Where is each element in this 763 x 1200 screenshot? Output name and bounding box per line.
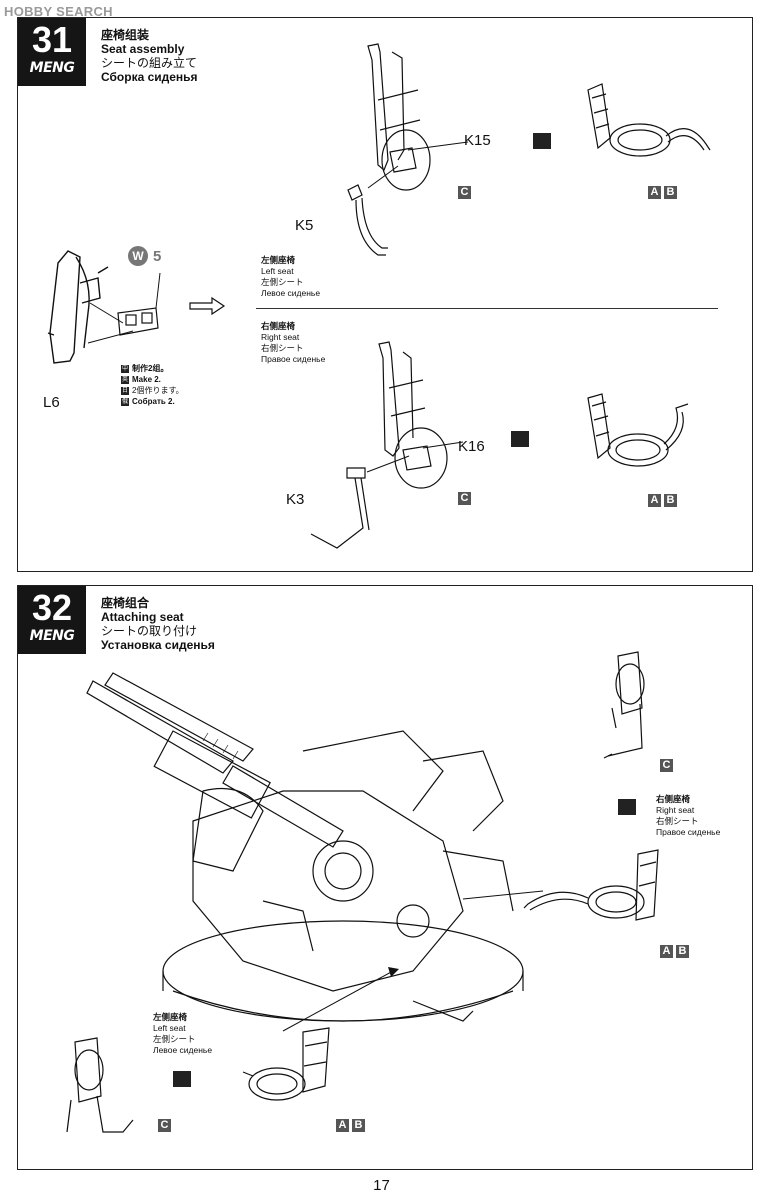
step-number: 32 xyxy=(31,587,73,628)
step-31-panel: 31 MENG 座椅组装 Seat assembly シートの組み立て Сбор… xyxy=(17,17,753,572)
part-label-k15: K15 xyxy=(464,132,491,149)
mirror-icon xyxy=(533,133,551,149)
right-seat-attach-drawing xyxy=(523,849,659,921)
step-32-titles: 座椅组合 Attaching seat シートの取り付け Установка с… xyxy=(101,596,215,652)
part-badge-c-4: C xyxy=(158,1119,171,1132)
left-seat-ru: Левое сиденье xyxy=(261,288,321,298)
right-seat-en: Right seat xyxy=(656,805,695,815)
part-badge-a-4: A xyxy=(336,1119,349,1132)
step-31-titles: 座椅组装 Seat assembly シートの組み立て Сборка сиден… xyxy=(101,28,198,84)
left-seat-attach-drawing xyxy=(242,1027,330,1101)
make-two-zh: 制作2组。 xyxy=(132,364,169,373)
lang-ja-icon: 日 xyxy=(121,386,129,395)
make-two-en: Make 2. xyxy=(132,375,161,384)
seat-frame-drawing xyxy=(47,250,161,364)
right-seat-ja: 右側シート xyxy=(261,343,304,353)
part-label-k3: K3 xyxy=(286,491,305,508)
title-en: Seat assembly xyxy=(101,42,185,56)
right-seat-ru: Правое сиденье xyxy=(656,827,721,837)
step-31-badge: 31 MENG xyxy=(18,18,86,86)
part-badge-c-2: C xyxy=(458,492,471,505)
part-badge-b: B xyxy=(664,186,677,199)
left-seat-caption: 左侧座椅 Left seat 左側シート Левое сиденье xyxy=(261,255,320,299)
right-seat-caption-32: 右侧座椅 Right seat 右側シート Правое сиденье xyxy=(656,794,720,838)
part-label-w5: 5 xyxy=(153,248,162,265)
step-32-panel: 32 MENG 座椅组合 Attaching seat シートの取り付け Уст… xyxy=(17,585,753,1170)
page-number: 17 xyxy=(373,1177,390,1194)
left-seat-ru: Левое сиденье xyxy=(153,1045,213,1055)
watermark: HOBBY SEARCH xyxy=(4,4,113,19)
left-seat-side-drawing xyxy=(66,1037,134,1133)
next-arrow-icon xyxy=(189,296,226,316)
title-ru: Сборка сиденья xyxy=(101,70,198,84)
part-badge-b-3: B xyxy=(676,945,689,958)
right-seat-side-drawing xyxy=(603,651,645,759)
part-badge-c: C xyxy=(458,186,471,199)
part-badge-b-2: B xyxy=(664,494,677,507)
part-label-k16: K16 xyxy=(458,438,485,455)
lang-en-icon: 英 xyxy=(121,375,129,384)
lang-zh-icon: 中 xyxy=(121,364,129,373)
w-letter: W xyxy=(132,249,144,263)
right-seat-ja: 右側シート xyxy=(656,816,699,826)
brand-logo: MENG xyxy=(29,60,75,76)
w-circle-icon: W xyxy=(128,246,148,266)
mirror-icon-3 xyxy=(618,799,636,815)
title-zh: 座椅组合 xyxy=(101,596,150,610)
part-badge-b-4: B xyxy=(352,1119,365,1132)
left-seat-finished-drawing xyxy=(587,83,711,157)
title-ru: Установка сиденья xyxy=(101,638,215,652)
left-seat-ja: 左側シート xyxy=(261,277,304,287)
mirror-icon-2 xyxy=(511,431,529,447)
lang-ru-icon: 俄 xyxy=(121,397,129,406)
divider-line xyxy=(256,308,718,309)
gun-mount-drawing xyxy=(86,672,544,1032)
right-seat-assembly-drawing xyxy=(310,341,464,549)
left-seat-zh: 左侧座椅 xyxy=(153,1012,188,1022)
left-seat-en: Left seat xyxy=(261,266,294,276)
part-badge-a-2: A xyxy=(648,494,661,507)
title-zh: 座椅组装 xyxy=(101,28,150,42)
mirror-icon-4 xyxy=(173,1071,191,1087)
step-32-badge: 32 MENG xyxy=(18,586,86,654)
make-two-ja: 2個作ります。 xyxy=(132,386,184,395)
brand-logo: MENG xyxy=(29,628,75,644)
make-two-ru: Собрать 2. xyxy=(132,397,175,406)
right-seat-zh: 右侧座椅 xyxy=(261,321,296,331)
title-ja: シートの組み立て xyxy=(101,56,198,70)
right-seat-ru: Правое сиденье xyxy=(261,354,326,364)
title-ja: シートの取り付け xyxy=(101,624,198,638)
step-number: 31 xyxy=(31,19,73,60)
left-seat-ja: 左側シート xyxy=(153,1034,196,1044)
left-seat-caption-32: 左侧座椅 Left seat 左側シート Левое сиденье xyxy=(153,1012,212,1056)
part-badge-a: A xyxy=(648,186,661,199)
right-seat-finished-drawing xyxy=(587,393,689,467)
part-label-l6: L6 xyxy=(43,394,60,411)
left-seat-assembly-drawing xyxy=(347,43,469,256)
left-seat-zh: 左侧座椅 xyxy=(261,255,296,265)
right-seat-zh: 右侧座椅 xyxy=(656,794,691,804)
right-seat-en: Right seat xyxy=(261,332,300,342)
part-label-k5: K5 xyxy=(295,217,314,234)
left-seat-en: Left seat xyxy=(153,1023,186,1033)
part-badge-a-3: A xyxy=(660,945,673,958)
part-badge-c-3: C xyxy=(660,759,673,772)
title-en: Attaching seat xyxy=(101,610,184,624)
right-seat-caption: 右侧座椅 Right seat 右側シート Правое сиденье xyxy=(261,321,325,365)
